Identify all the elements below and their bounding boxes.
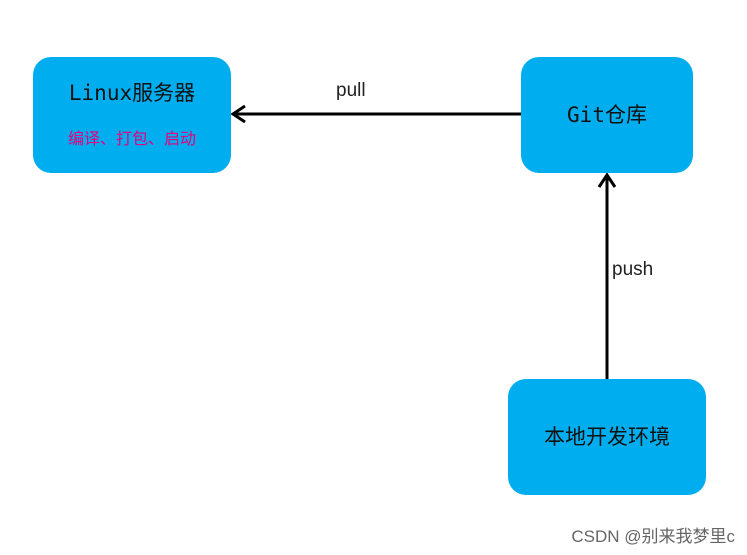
git-repo-node: Git仓库 bbox=[521, 57, 693, 173]
linux-server-title: Linux服务器 bbox=[68, 81, 196, 105]
linux-server-subtitle: 编译、打包、启动 bbox=[67, 129, 196, 148]
git-repo-title: Git仓库 bbox=[567, 103, 647, 127]
watermark: CSDN @别来我梦里c bbox=[571, 527, 735, 546]
push-label: push bbox=[612, 259, 654, 280]
pull-arrow bbox=[230, 104, 521, 124]
local-env-title: 本地开发环境 bbox=[544, 425, 670, 449]
pull-label: pull bbox=[336, 80, 366, 101]
linux-server-node: Linux服务器 编译、打包、启动 bbox=[33, 57, 231, 173]
push-arrow bbox=[597, 172, 617, 380]
local-env-node: 本地开发环境 bbox=[508, 379, 706, 495]
